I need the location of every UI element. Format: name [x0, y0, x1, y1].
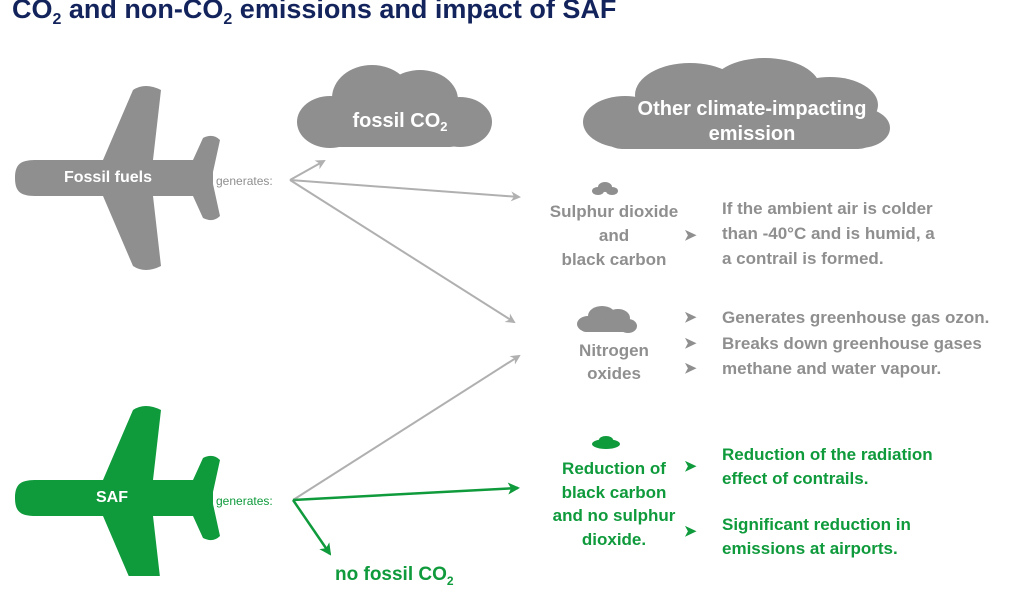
- no-fossil-co2-label: no fossil CO2: [335, 564, 454, 588]
- saf-arrows: [291, 482, 520, 556]
- fossil-arrows: [289, 160, 521, 501]
- nitrogen-arrow-icons: ➤➤➤: [684, 309, 697, 377]
- diagram-graphics: [15, 58, 890, 576]
- saf-plane-label: SAF: [96, 489, 128, 506]
- saf-arrow-icon-2: ➤: [684, 523, 697, 540]
- sulphur-arrow-icon: ➤: [684, 227, 697, 244]
- fossil-co2-label: fossil CO2: [352, 110, 448, 134]
- fossil-generates-label: generates:: [216, 174, 273, 188]
- sulphur-cloud-icon: [592, 182, 618, 195]
- fossil-co2-cloud-icon: [297, 65, 492, 148]
- page-title: CO2 and non-CO2 emissions and impact of …: [12, 0, 617, 28]
- other-emission-cloud-icon: [583, 58, 890, 149]
- saf-cloud-icon: [592, 436, 620, 449]
- fossil-plane-label: Fossil fuels: [63, 169, 153, 186]
- saf-generates-label: generates:: [216, 494, 273, 508]
- nitrogen-cloud-icon: [577, 306, 637, 333]
- saf-arrow-icon-1: ➤: [684, 458, 697, 475]
- nitrogen-effects: Generates greenhouse gas ozon.Breaks dow…: [722, 308, 990, 378]
